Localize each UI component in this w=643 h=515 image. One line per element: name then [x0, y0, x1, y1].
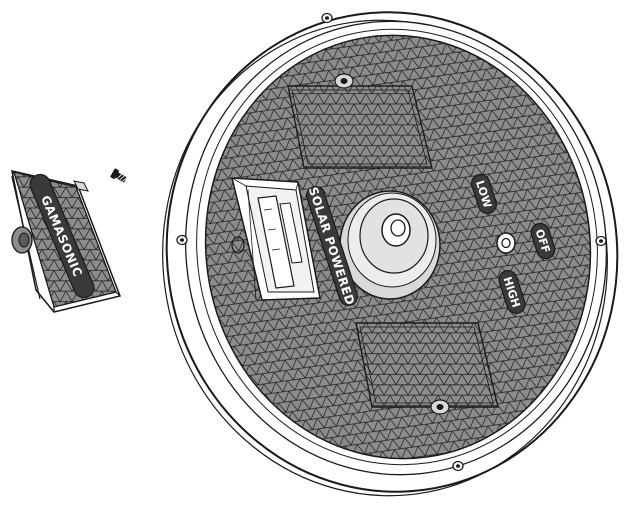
disc-inner-rim-2	[196, 28, 598, 466]
high-mode-label-plate: HIGH	[498, 270, 526, 314]
rim-hole-top	[321, 12, 333, 24]
lower-screw-boss	[430, 399, 450, 415]
upper-screw-boss	[334, 73, 354, 89]
low-mode-label-plate: LOW	[471, 173, 497, 215]
rim-hole-bottom	[452, 460, 464, 472]
off-mode-label-plate: OFF	[530, 222, 556, 260]
battery-cover-clip	[11, 226, 33, 254]
battery-cover: GAMASONIC	[11, 170, 122, 313]
lower-panel-recess	[355, 322, 499, 408]
mode-switch-icon	[496, 232, 516, 254]
battery-compartment	[231, 177, 321, 301]
rim-hole-right	[595, 235, 607, 247]
rim-mounting-holes	[176, 12, 607, 472]
central-hub	[339, 190, 441, 300]
screw	[110, 168, 128, 183]
upper-panel-recess	[287, 85, 433, 169]
rim-hole-left	[176, 234, 188, 246]
main-disc: SOLAR POWERED LOW OFF HIGH	[162, 11, 619, 497]
